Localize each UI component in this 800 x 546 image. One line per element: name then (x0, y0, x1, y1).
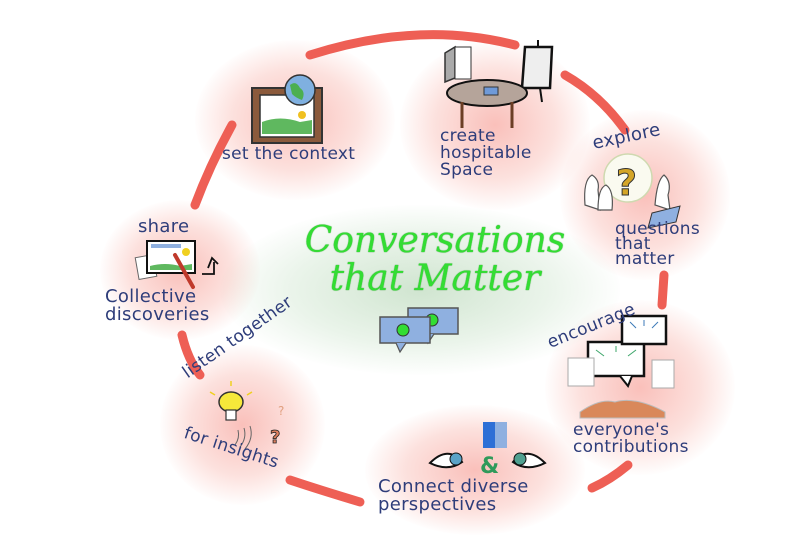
stage-perspectives-line-2: perspectives (378, 494, 497, 515)
arrow-insights-to-discoveries (177, 330, 205, 380)
arrow-context-to-space (305, 30, 520, 60)
diagram-title: Conversations that Matter (270, 222, 600, 298)
stage-perspectives-label: Connect diverse perspectives (378, 478, 529, 514)
arrow-space-to-questions (560, 70, 630, 135)
stage-discoveries-line-2: Collective (105, 286, 197, 307)
stage-space-label: create hospitable Space (440, 128, 532, 179)
stage-contributions-line-3: contributions (573, 437, 689, 457)
stage-questions-label: questions that matter (615, 219, 701, 269)
svg-text:&: & (480, 454, 499, 479)
eyes-ab-book-icon: & (428, 422, 547, 479)
svg-text:?: ? (270, 427, 280, 448)
lightbulb-ear-icon: ? ? (209, 381, 284, 450)
title-line-2: that Matter (329, 258, 541, 299)
stage-context-label: set the context (222, 146, 355, 163)
center-speech-bubbles-icon (379, 307, 459, 354)
arrow-perspectives-to-insights (285, 475, 365, 507)
svg-text:?: ? (278, 404, 284, 418)
stage-space-line-3: Space (440, 160, 494, 180)
title-line-1: Conversations (304, 220, 566, 261)
svg-text:?: ? (616, 163, 637, 204)
center-glow (220, 205, 620, 375)
stage-perspectives-line-1: Connect diverse (378, 476, 529, 497)
stage-contributions-label: everyone's contributions (573, 422, 689, 456)
picture-pen-share-icon (134, 240, 219, 289)
question-mark-people-icon: ? (584, 153, 681, 229)
stage-discoveries-label: Collective discoveries (105, 288, 210, 324)
speech-bubbles-crowd-icon (567, 314, 675, 419)
framed-landscape-globe-icon (251, 74, 323, 144)
arrow-discoveries-to-context (190, 120, 237, 210)
arrow-questions-to-contributions (657, 270, 669, 310)
round-table-door-flipchart-icon (444, 40, 554, 128)
glow-perspectives (365, 405, 585, 535)
stage-discoveries-line-1: share (138, 216, 190, 237)
stage-space-line-2: hospitable (440, 143, 532, 163)
glow-space (400, 40, 590, 210)
arrow-segments (177, 30, 669, 507)
stage-discoveries-share-label: share (138, 216, 190, 237)
stage-questions-line-4: matter (615, 249, 675, 269)
stage-questions-line-3: that (615, 234, 651, 254)
stage-discoveries-line-3: discoveries (105, 304, 210, 325)
stage-context-line-1: set the context (222, 144, 356, 164)
stage-space-line-1: create (440, 126, 496, 146)
stage-questions-line-2: questions (615, 219, 701, 239)
stage-contributions-line-2: everyone's (573, 420, 670, 440)
arrow-contributions-to-perspectives (587, 460, 633, 493)
